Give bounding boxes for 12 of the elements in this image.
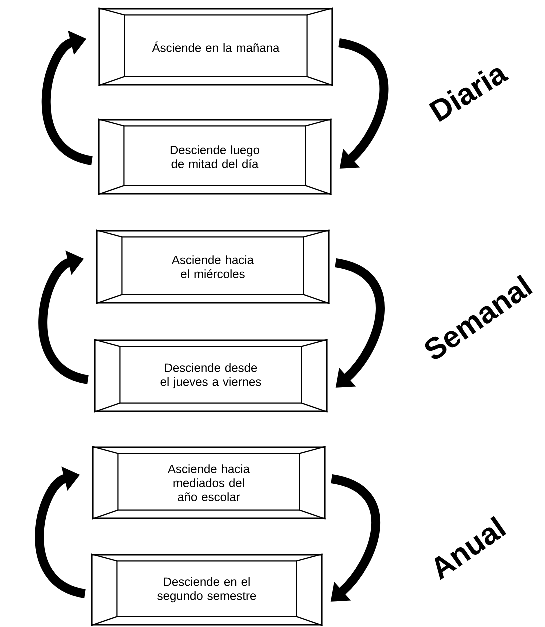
beveled-box: Ásciende en la mañana [98, 8, 334, 86]
beveled-box: Desciende luego de mitad del día [98, 118, 332, 196]
beveled-box: Asciende hacia el miércoles [96, 230, 330, 304]
curved-arrow [35, 466, 86, 598]
curved-arrow [330, 474, 380, 602]
curved-arrow [42, 30, 94, 166]
curved-arrow [38, 250, 90, 384]
curved-arrow [338, 38, 389, 169]
beveled-box: Desciende desde el jueves a viernes [94, 339, 328, 413]
beveled-box: Desciende en el segundo semestre [90, 554, 324, 626]
curved-arrow [334, 258, 385, 388]
beveled-box: Asciende hacia mediados del año escolar [92, 446, 326, 520]
